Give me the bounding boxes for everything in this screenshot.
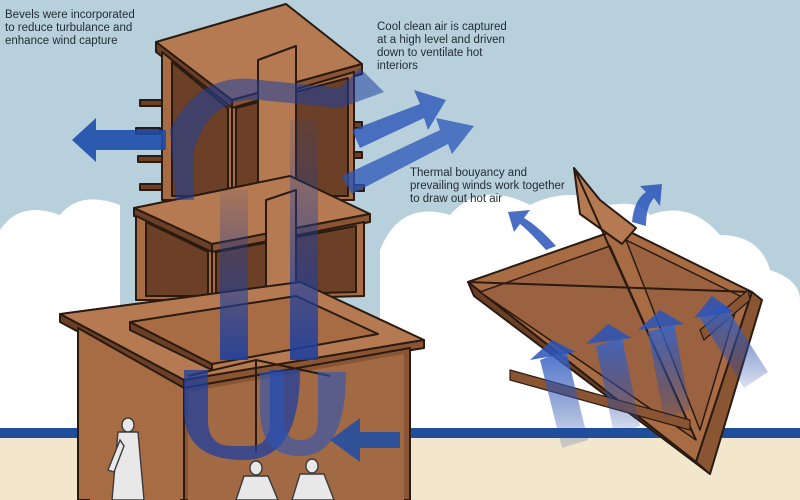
detail-upflow-1 <box>540 350 588 448</box>
annotation-thermal-buoyancy: Thermal bouyancy and prevailing winds wo… <box>410 167 565 205</box>
detail-outflow-arrow-left <box>508 210 556 250</box>
inflow-arrow-lower <box>342 118 474 194</box>
inflow-arrow-upper <box>352 90 446 148</box>
downflow-shaft-left <box>220 190 248 360</box>
ground-inflow-arrow <box>330 418 400 462</box>
detail-vertical-blade <box>573 167 637 245</box>
detail-outflow-arrow-right <box>632 184 662 226</box>
tower-airflow-arrows <box>72 68 474 462</box>
annotation-cool-air: Cool clean air is captured at a high lev… <box>377 21 507 72</box>
detail-upflow-4 <box>700 304 768 388</box>
detail-upflow-3 <box>648 324 690 418</box>
seated-person-figure <box>291 458 335 500</box>
outflow-arrow-left <box>72 118 166 162</box>
annotation-bevels: Bevels were incorporated to reduce turbu… <box>5 9 135 47</box>
standing-man-figure <box>107 417 145 500</box>
downflow-shaft-right <box>290 120 318 360</box>
detail-airflow-arrows <box>508 184 768 448</box>
seated-person-figure <box>235 460 279 500</box>
interior-circulation-arrow-2 <box>260 372 346 456</box>
outflow-arrow-top <box>170 68 384 200</box>
detail-upflow-2 <box>596 338 640 434</box>
